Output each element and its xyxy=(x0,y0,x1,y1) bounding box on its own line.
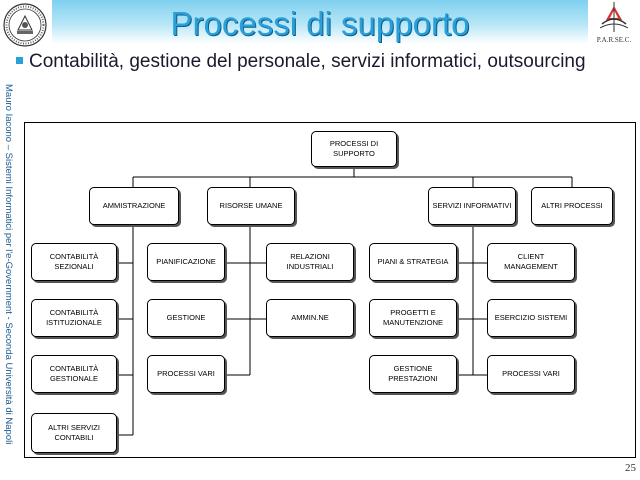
node-piani-strategia: PIANI & STRATEGIA xyxy=(369,243,457,281)
node-ammistrazione: AMMISTRAZIONE xyxy=(89,187,179,225)
node-processi-vari-ru: PROCESSI VARI xyxy=(147,355,225,393)
node-relazioni-industriali: RELAZIONI INDUSTRIALI xyxy=(266,243,354,281)
page-number: 25 xyxy=(625,462,636,474)
node-processi-vari-si: PROCESSI VARI xyxy=(487,355,575,393)
node-altri-processi: ALTRI PROCESSI xyxy=(531,187,613,225)
university-seal-logo xyxy=(2,2,48,48)
parsec-label: P.A.R.SE.C. xyxy=(596,36,632,44)
bullet-square-icon xyxy=(16,56,23,64)
node-contabilita-sezionali: CONTABILITÀ SEZIONALI xyxy=(31,243,117,281)
bullet-item: Contabilità, gestione del personale, ser… xyxy=(14,50,624,74)
node-client-management: CLIENT MANAGEMENT xyxy=(487,243,575,281)
node-contabilita-istituzionale: CONTABILITÀ ISTITUZIONALE xyxy=(31,299,117,337)
node-pianificazione: PIANIFICAZIONE xyxy=(147,243,225,281)
slide-title: Processi di supporto xyxy=(170,5,470,42)
node-ammin-ne: AMMIN.NE xyxy=(266,299,354,337)
node-gestione: GESTIONE xyxy=(147,299,225,337)
org-chart-frame: PROCESSI DI SUPPORTO AMMISTRAZIONE RISOR… xyxy=(24,122,636,458)
node-progetti-manutenzione: PROGETTI E MANUTENZIONE xyxy=(369,299,457,337)
node-gestione-prestazioni: GESTIONE PRESTAZIONI xyxy=(369,355,457,393)
node-root: PROCESSI DI SUPPORTO xyxy=(311,131,397,167)
connector-lines xyxy=(117,167,573,436)
side-caption: Mauro Iacono – Sistemi Informatici per l… xyxy=(3,84,14,445)
title-band xyxy=(52,0,588,44)
node-servizi-informativi: SERVIZI INFORMATIVI xyxy=(428,187,516,225)
node-contabilita-gestionale: CONTABILITÀ GESTIONALE xyxy=(31,355,117,393)
bullet-text: Contabilità, gestione del personale, ser… xyxy=(29,51,586,72)
parsec-logo: P.A.R.SE.C. xyxy=(592,2,636,48)
node-risorse-umane: RISORSE UMANE xyxy=(207,187,295,225)
node-esercizio-sistemi: ESERCIZIO SISTEMI xyxy=(487,299,575,337)
node-altri-servizi-contabili: ALTRI SERVIZI CONTABILI xyxy=(31,413,117,453)
